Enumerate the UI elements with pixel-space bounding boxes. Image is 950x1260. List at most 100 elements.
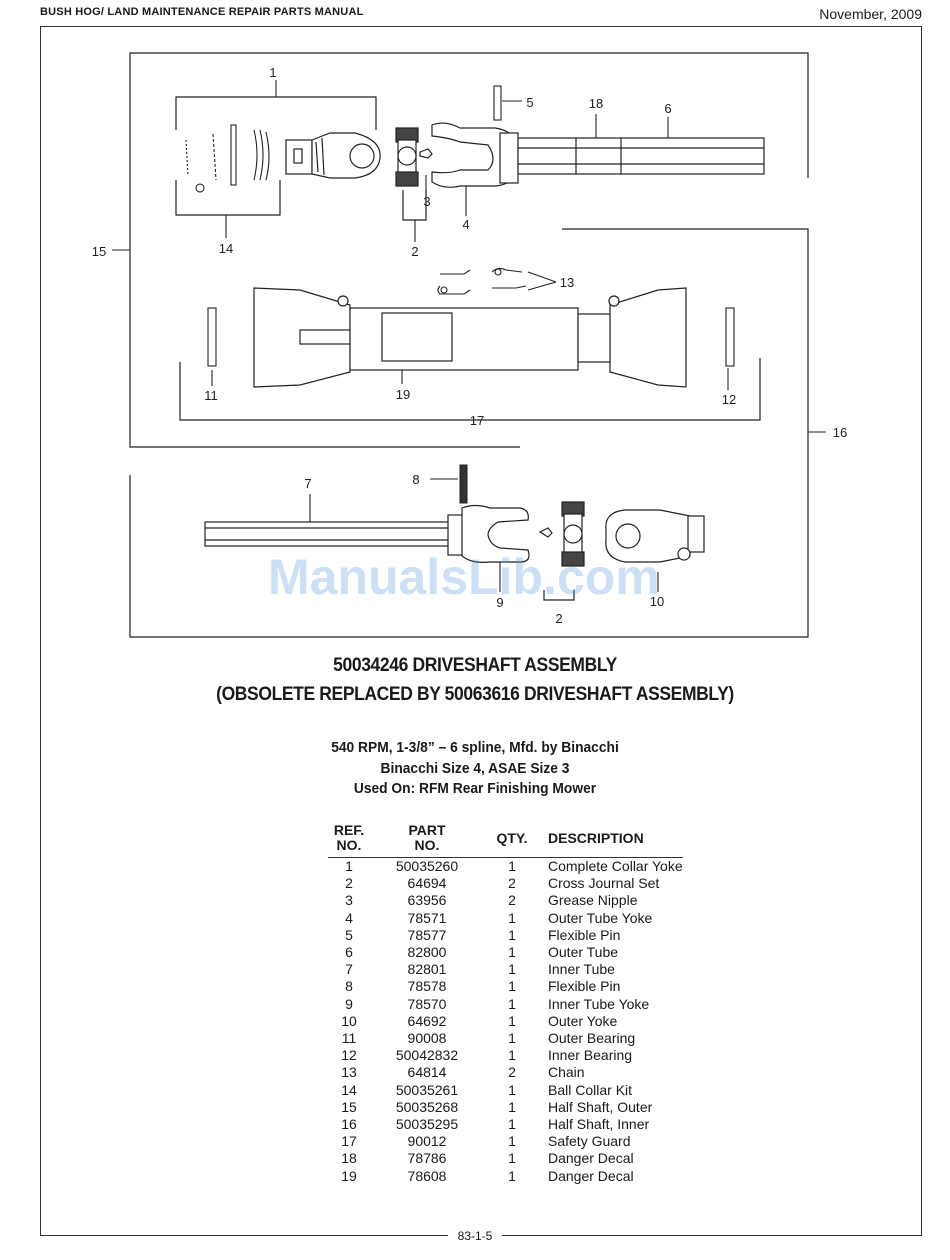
part-no-cell: 50035261 xyxy=(395,1081,459,1098)
ref-no-cell: 8 xyxy=(345,978,353,995)
part-no-cell: 78578 xyxy=(407,978,447,995)
qty-cell: 1 xyxy=(508,1012,516,1029)
ref-no-cell: 2 xyxy=(345,875,353,892)
watermark: ManualsLib.com xyxy=(268,549,660,605)
callout-5: 5 xyxy=(526,95,533,110)
part-no-cell: 64814 xyxy=(407,1064,447,1081)
description-cell: Flexible Pin xyxy=(548,978,621,995)
callout-12: 12 xyxy=(722,392,736,407)
callout-7: 7 xyxy=(304,476,311,491)
ref-no-cell: 12 xyxy=(341,1047,357,1064)
callout-10: 10 xyxy=(650,594,664,609)
ref-no-cell: 9 xyxy=(345,995,353,1012)
callout-11: 11 xyxy=(204,388,218,403)
qty-cell: 1 xyxy=(508,1030,516,1047)
ref-no-cell: 7 xyxy=(345,961,353,978)
description-cell: Half Shaft, Inner xyxy=(548,1116,650,1133)
ref-no-cell: 6 xyxy=(345,944,353,961)
part-no-cell: 82801 xyxy=(407,961,447,978)
part-no-cell: 78608 xyxy=(407,1167,447,1184)
part-no-cell: 78786 xyxy=(407,1150,447,1167)
ref-no-cell: 13 xyxy=(341,1064,357,1081)
ref-no-cell: 19 xyxy=(341,1167,357,1184)
assembly-title: 50034246 DRIVESHAFT ASSEMBLY xyxy=(333,655,617,676)
description-cell: Grease Nipple xyxy=(548,892,638,909)
ball-collar-kit-bracket xyxy=(175,180,281,216)
description-cell: Cross Journal Set xyxy=(548,875,660,892)
callout-3: 3 xyxy=(423,194,430,209)
spec-line-3: Used On: RFM Rear Finishing Mower xyxy=(353,780,597,797)
callout-16: 16 xyxy=(833,425,847,440)
cross-journal-bracket-bottom xyxy=(543,590,575,601)
part-no-cell: 78577 xyxy=(407,926,447,943)
manual-date: November, 2009 xyxy=(819,6,922,22)
description-cell: Outer Tube Yoke xyxy=(548,909,653,926)
description-cell: Chain xyxy=(548,1064,585,1081)
callout-6: 6 xyxy=(664,101,671,116)
callout-1: 1 xyxy=(269,65,276,80)
ref-no-cell: 17 xyxy=(341,1133,357,1150)
qty-cell: 1 xyxy=(508,1047,516,1064)
callout-8: 8 xyxy=(412,472,419,487)
qty-cell: 1 xyxy=(508,1133,516,1150)
qty-cell: 1 xyxy=(508,961,516,978)
header-description: DESCRIPTION xyxy=(540,820,683,858)
qty-cell: 1 xyxy=(508,858,516,874)
callout-2-top: 2 xyxy=(411,244,418,259)
part-no-cell: 90012 xyxy=(407,1133,447,1150)
callout-13: 13 xyxy=(560,275,574,290)
description-cell: Outer Yoke xyxy=(548,1012,618,1029)
qty-cell: 1 xyxy=(508,1098,516,1115)
part-no-cell: 64694 xyxy=(407,875,447,892)
qty-cell: 1 xyxy=(508,1150,516,1167)
description-cell: Danger Decal xyxy=(548,1167,634,1184)
description-cell: Flexible Pin xyxy=(548,926,621,943)
half-shaft-outer-bracket xyxy=(129,52,809,448)
description-cell: Inner Bearing xyxy=(548,1047,633,1064)
description-cell: Inner Tube Yoke xyxy=(548,995,650,1012)
callout-4: 4 xyxy=(462,217,469,232)
manual-title: BUSH HOG/ LAND MAINTENANCE REPAIR PARTS … xyxy=(40,6,364,18)
table-row: 5 78577 1 Flexible Pin xyxy=(328,927,683,944)
half-shaft-inner-bracket xyxy=(129,228,809,638)
qty-cell: 1 xyxy=(508,1116,516,1133)
ref-no-cell: 5 xyxy=(345,926,353,943)
description-cell: Outer Bearing xyxy=(548,1030,636,1047)
callout-15: 15 xyxy=(92,244,106,259)
description-cell: Ball Collar Kit xyxy=(548,1081,633,1098)
safety-guard-bracket xyxy=(179,358,761,421)
ref-no-cell: 18 xyxy=(341,1150,357,1167)
replacement-note: (OBSOLETE REPLACED BY 50063616 DRIVESHAF… xyxy=(216,684,734,705)
qty-cell: 1 xyxy=(508,926,516,943)
part-no-cell: 50035268 xyxy=(395,1098,459,1115)
ref-no-cell: 10 xyxy=(341,1012,357,1029)
part-no-cell: 50042832 xyxy=(395,1047,459,1064)
qty-cell: 1 xyxy=(508,1167,516,1184)
part-no-cell: 90008 xyxy=(407,1030,447,1047)
assembly-specs: 540 RPM, 1-3/8” – 6 spline, Mfd. by Bina… xyxy=(38,738,912,800)
table-row: 17 90012 1 Safety Guard xyxy=(328,1133,683,1150)
header-ref-no: REF.NO. xyxy=(328,820,370,858)
callout-17: 17 xyxy=(470,413,484,428)
part-no-cell: 78571 xyxy=(407,909,447,926)
part-no-cell: 63956 xyxy=(407,892,447,909)
table-row: 12 50042832 1 Inner Bearing xyxy=(328,1047,683,1064)
description-cell: Safety Guard xyxy=(548,1133,631,1150)
description-cell: Outer Tube xyxy=(548,944,619,961)
part-no-cell: 64692 xyxy=(407,1012,447,1029)
